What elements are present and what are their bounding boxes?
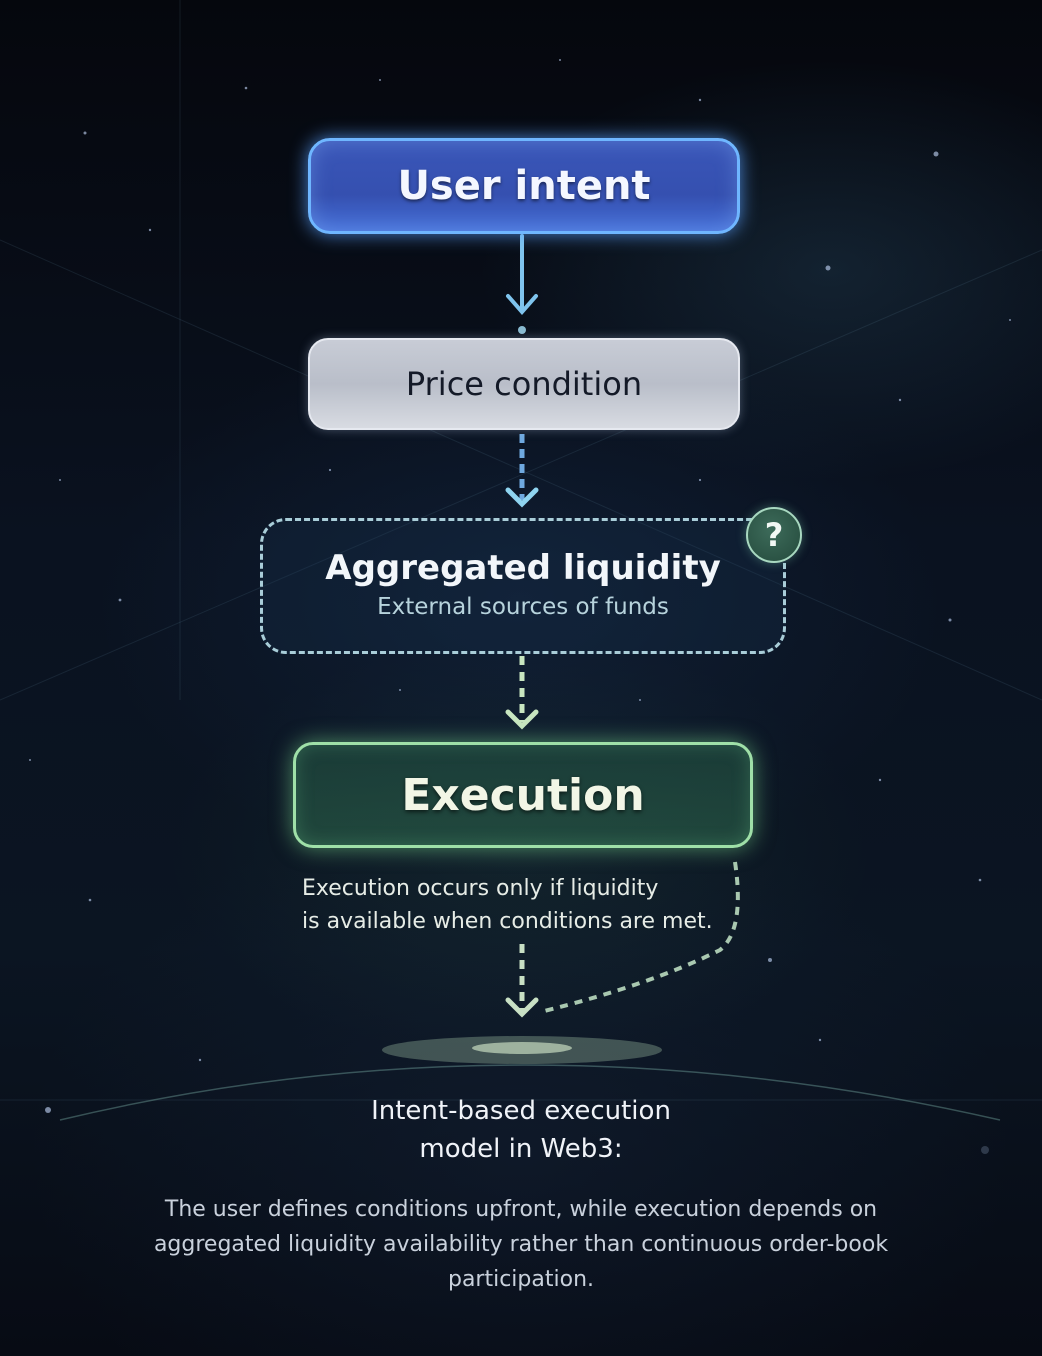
arrow-price-to-liquidity — [505, 434, 539, 508]
node-user-intent: User intent — [308, 138, 740, 234]
node-aggregated-liquidity-sublabel: External sources of funds — [377, 594, 669, 620]
caption-title: Intent-based execution model in Web3: — [0, 1092, 1042, 1168]
node-aggregated-liquidity-label: Aggregated liquidity — [325, 548, 721, 588]
node-execution-label: Execution — [401, 769, 645, 821]
execution-note-line1: Execution occurs only if liquidity — [302, 876, 659, 901]
node-aggregated-liquidity: Aggregated liquidity External sources of… — [260, 518, 786, 654]
execution-note-line2: is available when conditions are met. — [302, 909, 713, 934]
arrow-liquidity-to-execution — [505, 656, 539, 730]
question-mark-icon: ? — [746, 507, 802, 563]
arrow-intent-to-price — [506, 234, 538, 316]
node-price-condition: Price condition — [308, 338, 740, 430]
caption-title-line2: model in Web3: — [419, 1134, 623, 1164]
arrow-execution-to-outcome — [505, 944, 539, 1018]
caption-body: The user defines conditions upfront, whi… — [153, 1197, 889, 1292]
node-user-intent-label: User intent — [397, 163, 651, 209]
node-execution: Execution — [293, 742, 753, 848]
node-price-condition-label: Price condition — [405, 365, 643, 403]
caption-title-line1: Intent-based execution — [371, 1096, 671, 1126]
execution-note: Execution occurs only if liquidity is av… — [302, 872, 713, 938]
arrow-execution-curved-bypass — [539, 861, 740, 1014]
